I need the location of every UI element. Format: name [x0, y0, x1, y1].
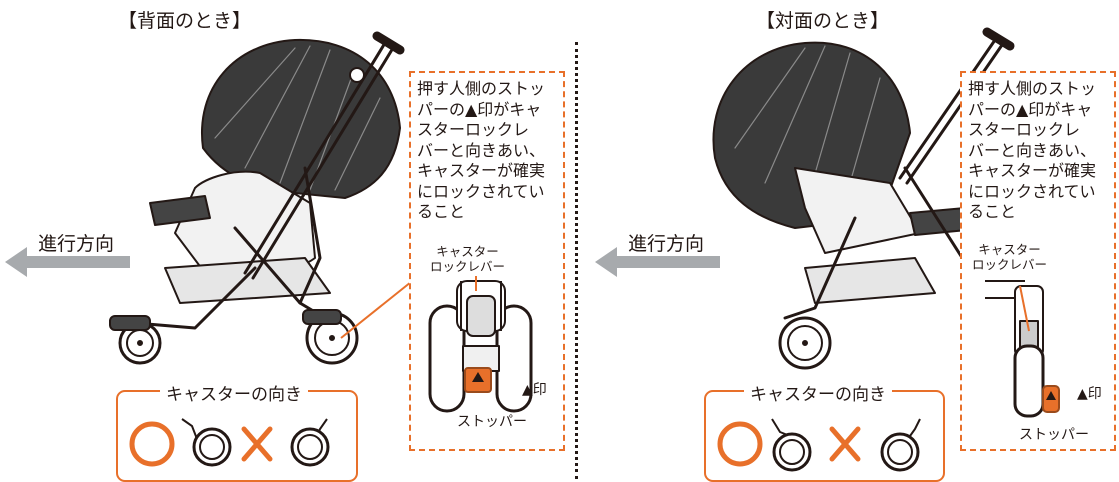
stopper-label: ストッパー [1019, 427, 1089, 443]
mark-label: ▲印 [522, 382, 547, 398]
panel-title: 【対面のとき】 [756, 10, 890, 32]
detail-note: 押す人側のストッ パーの▲印がキャ スターロックレ バーと向きあい、 キャスター… [417, 79, 546, 221]
caster-detail-illustration [985, 280, 1060, 418]
panel-rear-facing: 【背面のとき】 [0, 0, 565, 482]
direction-label: 進行方向 [628, 233, 705, 255]
caster-orientation-illustration [129, 418, 330, 467]
direction-arrow [5, 247, 130, 277]
mark-label: ▲印 [1077, 386, 1102, 402]
direction-arrow [595, 247, 720, 277]
panel-divider [575, 42, 578, 479]
caster-detail-illustration [428, 276, 533, 413]
caster-lever-label: キャスター ロックレバー [430, 244, 506, 274]
caster-orientation-illustration [717, 418, 921, 472]
detail-note: 押す人側のストッ パーの▲印がキャ スターロックレ バーと向きあい、 キャスター… [968, 79, 1097, 221]
stroller-illustration [109, 31, 412, 365]
direction-label: 進行方向 [38, 233, 115, 255]
caster-orientation-title: キャスターの向き [744, 380, 892, 405]
stopper-label: ストッパー [457, 414, 527, 430]
caster-orientation-title: キャスターの向き [160, 380, 308, 405]
stroller-illustration [712, 27, 1056, 370]
caster-lever-label: キャスター ロックレバー [972, 242, 1048, 272]
panel-title: 【背面のとき】 [118, 10, 252, 32]
incorrect-mark-icon [241, 426, 273, 462]
correct-mark-icon [129, 421, 175, 467]
correct-mark-icon [717, 421, 763, 467]
panel-forward-facing: 【対面のとき】 進行方向 押す人側のストッ パーの▲印がキャ スターロックレ [580, 0, 1119, 482]
incorrect-mark-icon [829, 426, 861, 462]
